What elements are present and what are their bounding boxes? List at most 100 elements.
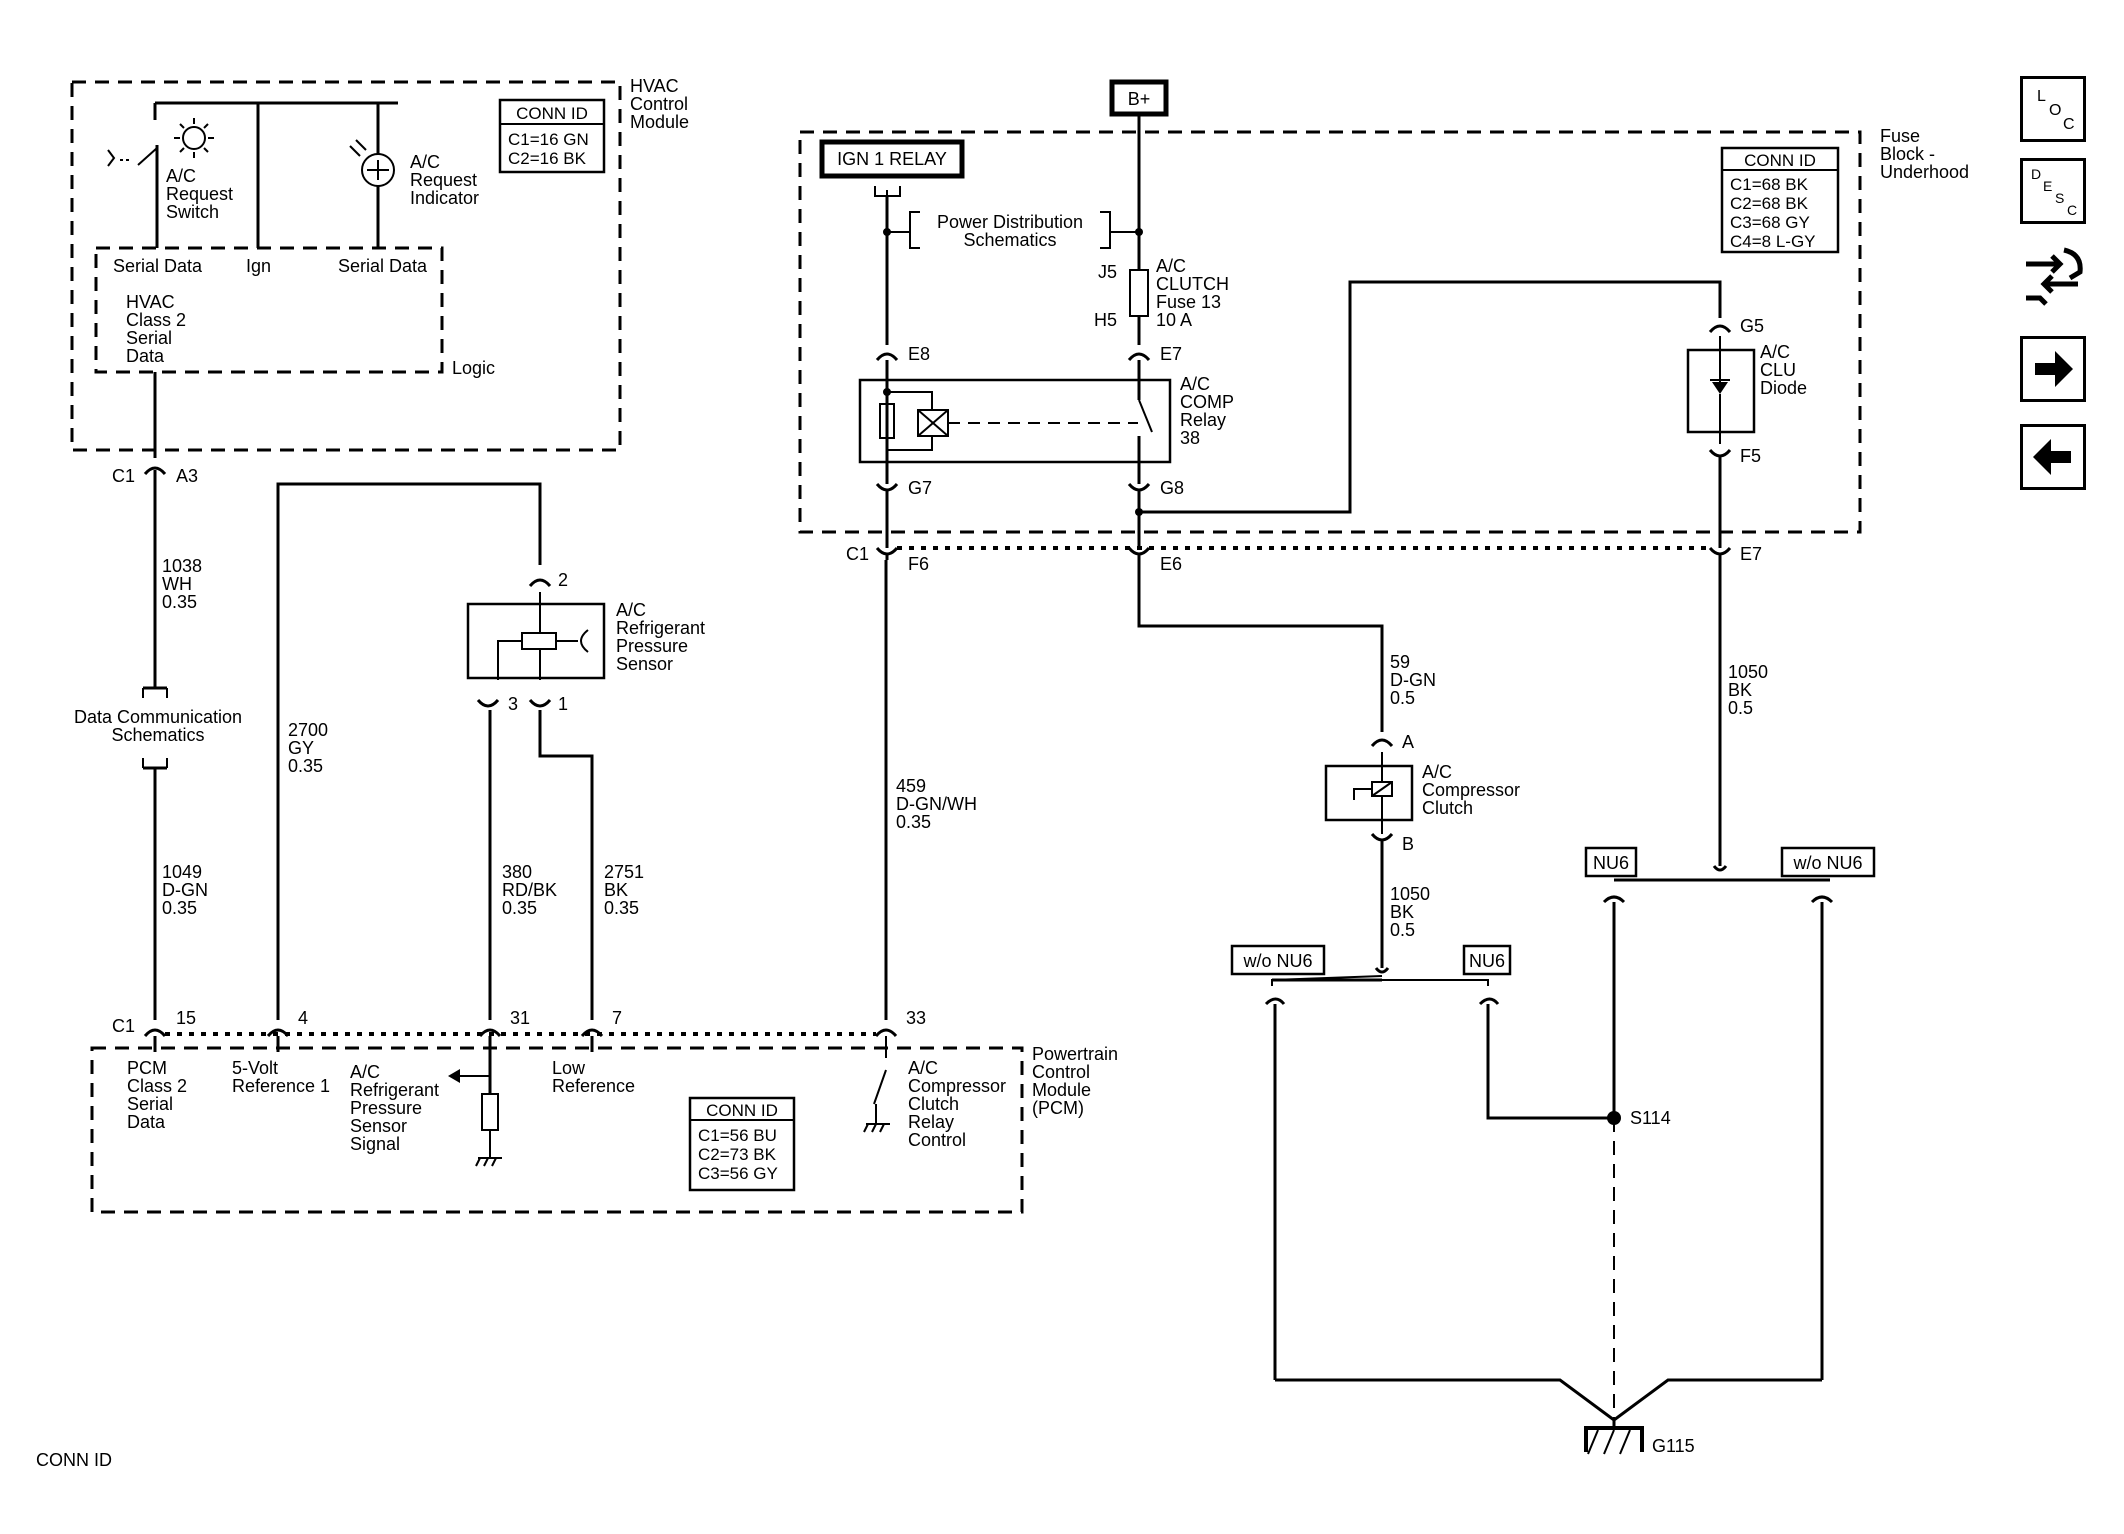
- fuse-out-connector: C1: [846, 544, 869, 564]
- fuse-out-pin: E7: [1740, 544, 1762, 564]
- pcm-conn-id-header: CONN ID: [706, 1101, 778, 1120]
- loc-button[interactable]: L O C: [2020, 76, 2086, 142]
- sensor-pin: 1: [558, 694, 568, 714]
- diode-pin: F5: [1740, 446, 1761, 466]
- relay-pin: G7: [908, 478, 932, 498]
- ign1-relay-label[interactable]: IGN 1 RELAY: [837, 149, 947, 169]
- option-tag: NU6: [1469, 951, 1505, 971]
- svg-text:C: C: [2067, 202, 2077, 218]
- option-tag: w/o NU6: [1792, 853, 1862, 873]
- ground-label: G115: [1652, 1436, 1695, 1456]
- hvac-conn-id-line: C1=16 GN: [508, 130, 589, 149]
- svg-text:S: S: [2055, 190, 2064, 206]
- desc-icon: D E S C: [2031, 166, 2077, 218]
- pcm-connector: C1: [112, 1016, 135, 1036]
- hvac-conn-id-line: C2=16 BK: [508, 149, 587, 168]
- hvac-pin-label: Ign: [246, 256, 271, 276]
- wrench-arrows-icon: [2026, 247, 2083, 306]
- b-plus-label: B+: [1128, 89, 1151, 109]
- relay-pin: E7: [1160, 344, 1182, 364]
- svg-text:C: C: [2063, 116, 2075, 133]
- pcm-pin: 7: [612, 1008, 622, 1028]
- option-tag: w/o NU6: [1242, 951, 1312, 971]
- option-tag: NU6: [1593, 853, 1629, 873]
- ground-symbol: G115: [1584, 1426, 1695, 1456]
- pcm-conn-id-line: C3=56 GY: [698, 1164, 778, 1183]
- fuse-conn-id-box: CONN ID C1=68 BK C2=68 BK C3=68 GY C4=8 …: [1720, 146, 1840, 254]
- clutch-pin: B: [1402, 834, 1414, 854]
- hvac-connector-pin: A3: [176, 466, 198, 486]
- fuse-conn-id-line: C3=68 GY: [1730, 213, 1810, 232]
- svg-text:L: L: [2037, 88, 2046, 105]
- fuse-pin: J5: [1098, 262, 1117, 282]
- svg-text:O: O: [2049, 102, 2061, 119]
- svg-text:D: D: [2031, 166, 2041, 182]
- fuse-conn-id-line: C4=8 L-GY: [1730, 232, 1816, 251]
- fuse-out-pin: F6: [908, 554, 929, 574]
- fuse-conn-id-line: C1=68 BK: [1730, 175, 1809, 194]
- footer-conn-id[interactable]: CONN ID: [36, 1450, 112, 1470]
- hvac-conn-id-box: CONN ID C1=16 GN C2=16 BK: [498, 98, 606, 174]
- fuse-pin: H5: [1094, 310, 1117, 330]
- pcm-pin: 31: [510, 1008, 530, 1028]
- fuse-conn-id-line: C2=68 BK: [1730, 194, 1809, 213]
- svg-text:E: E: [2043, 178, 2052, 194]
- arrow-left-icon: [2033, 439, 2071, 475]
- next-button[interactable]: [2020, 336, 2086, 402]
- desc-button[interactable]: D E S C: [2020, 158, 2086, 224]
- clutch-pin: A: [1402, 732, 1414, 752]
- splice-label: S114: [1630, 1108, 1671, 1128]
- hvac-pin-label: Serial Data: [338, 256, 428, 276]
- pcm-pin: 33: [906, 1008, 926, 1028]
- connector-view-button[interactable]: [2020, 244, 2086, 310]
- fuse-out-pin: E6: [1160, 554, 1182, 574]
- relay-pin: G8: [1160, 478, 1184, 498]
- fuse-conn-id-header: CONN ID: [1744, 151, 1816, 170]
- relay-pin: E8: [908, 344, 930, 364]
- hvac-connector-c: C1: [112, 466, 135, 486]
- pcm-pin: 15: [176, 1008, 196, 1028]
- pcm-conn-id-line: C2=73 BK: [698, 1145, 777, 1164]
- back-button[interactable]: [2020, 424, 2086, 490]
- diode-pin: G5: [1740, 316, 1764, 336]
- pcm-conn-id-line: C1=56 BU: [698, 1126, 777, 1145]
- hvac-logic-label: Logic: [452, 358, 495, 378]
